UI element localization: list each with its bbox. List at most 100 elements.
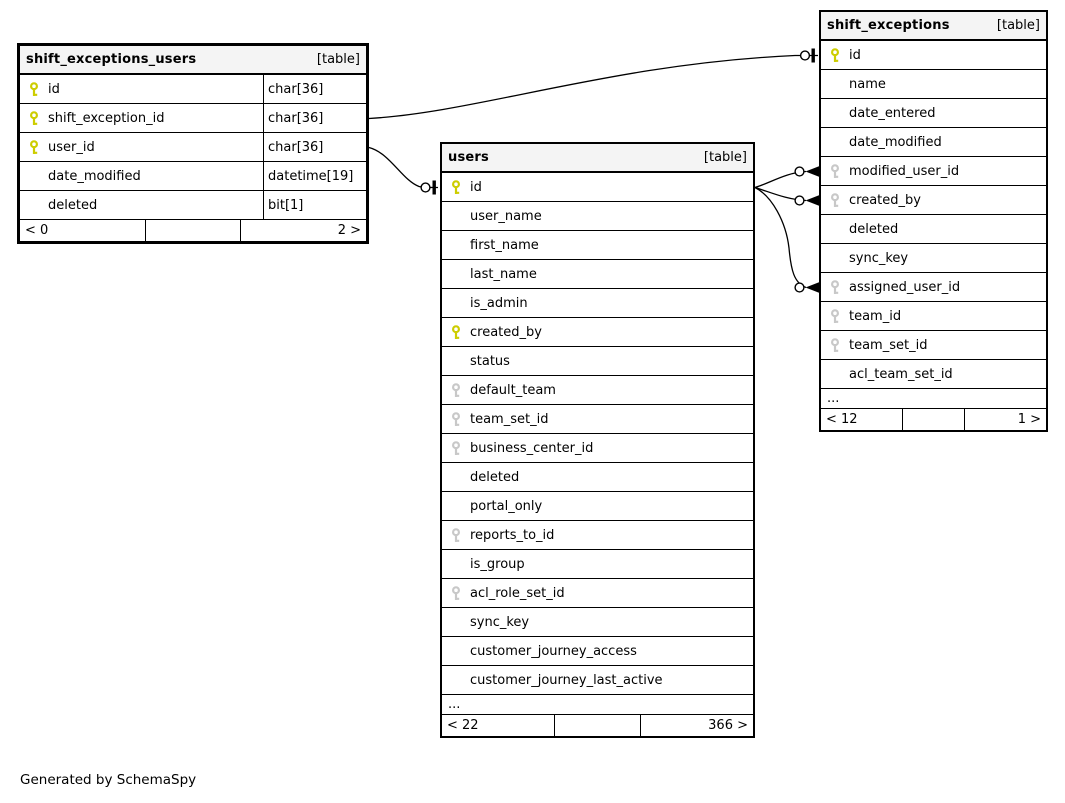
column-type: char[36]	[263, 75, 366, 103]
column-row: team_set_id	[442, 405, 753, 434]
foreign-key-icon	[451, 527, 462, 543]
table-type-tag: [table]	[316, 52, 360, 67]
tee-connector	[811, 48, 815, 63]
column-name: shift_exception_id	[48, 110, 165, 126]
foreign-key-icon	[830, 279, 841, 295]
primary-key-icon	[29, 110, 40, 126]
column-name: id	[849, 47, 861, 63]
column-name: sync_key	[849, 250, 909, 266]
column-row: default_team	[442, 376, 753, 405]
column-row: acl_team_set_id	[821, 360, 1046, 389]
column-name: acl_role_set_id	[470, 585, 565, 601]
column-name: acl_team_set_id	[849, 366, 953, 382]
table-name[interactable]: shift_exceptions_users	[26, 52, 197, 67]
column-row: is_admin	[442, 289, 753, 318]
table-header[interactable]: shift_exceptions_users [table]	[20, 46, 366, 75]
column-name: date_modified	[48, 168, 141, 184]
primary-key-icon	[451, 179, 462, 195]
column-name: deleted	[849, 221, 899, 237]
table-type-tag: [table]	[996, 18, 1040, 33]
column-row: name	[821, 70, 1046, 99]
column-name: created_by	[470, 324, 542, 340]
column-name: id	[48, 81, 60, 97]
column-row: acl_role_set_id	[442, 579, 753, 608]
column-name: default_team	[470, 382, 556, 398]
odot-connector	[799, 50, 811, 61]
generated-note: Generated by SchemaSpy	[20, 772, 197, 788]
column-type: bit[1]	[263, 191, 366, 219]
column-name: is_group	[470, 556, 525, 572]
table-shift_exceptions[interactable]: shift_exceptions [table] id name date_entere…	[819, 10, 1048, 432]
column-name: user_id	[48, 139, 95, 155]
odot-connector	[420, 182, 431, 193]
column-row: date_modified datetime[19]	[20, 162, 366, 191]
foreign-key-icon	[830, 192, 841, 208]
column-row: reports_to_id	[442, 521, 753, 550]
column-type: char[36]	[263, 104, 366, 132]
relationship-line	[754, 186, 807, 289]
column-type: datetime[19]	[263, 162, 366, 190]
column-name: created_by	[849, 192, 921, 208]
primary-key-icon	[451, 324, 462, 340]
column-name: reports_to_id	[470, 527, 555, 543]
column-name: last_name	[470, 266, 537, 282]
column-row: id char[36]	[20, 75, 366, 104]
table-footer: < 22 366 >	[442, 715, 753, 736]
column-row: sync_key	[821, 244, 1046, 273]
column-name: id	[470, 179, 482, 195]
column-name: date_modified	[849, 134, 942, 150]
footer-spacer	[553, 715, 642, 736]
table-name[interactable]: shift_exceptions	[827, 18, 950, 33]
column-row: deleted	[442, 463, 753, 492]
column-row: status	[442, 347, 753, 376]
parents-count: < 22	[447, 718, 479, 733]
odot-connector	[794, 282, 805, 293]
primary-key-icon	[29, 81, 40, 97]
footer-spacer	[144, 220, 242, 241]
column-row: portal_only	[442, 492, 753, 521]
crow-arrow-connector	[805, 166, 819, 177]
table-users[interactable]: users[table] id user_name first_name last_na…	[440, 142, 755, 738]
foreign-key-icon	[830, 308, 841, 324]
table-header[interactable]: users[table]	[442, 144, 753, 173]
column-name: business_center_id	[470, 440, 594, 456]
column-row: team_id	[821, 302, 1046, 331]
children-count: 1 >	[1017, 412, 1041, 427]
relationship-line	[368, 54, 818, 120]
column-row: last_name	[442, 260, 753, 289]
table-name[interactable]: users	[448, 150, 489, 165]
foreign-key-icon	[830, 163, 841, 179]
column-name: first_name	[470, 237, 539, 253]
column-row: modified_user_id	[821, 157, 1046, 186]
truncated-columns-ellipsis: ...	[821, 389, 1046, 409]
column-row: id	[442, 173, 753, 202]
column-name: sync_key	[470, 614, 530, 630]
column-row: created_by	[821, 186, 1046, 215]
column-row: deleted bit[1]	[20, 191, 366, 220]
children-count: 366 >	[708, 718, 748, 733]
column-name: deleted	[48, 197, 98, 213]
column-type: char[36]	[263, 133, 366, 161]
column-row: is_group	[442, 550, 753, 579]
foreign-key-icon	[451, 411, 462, 427]
column-row: user_name	[442, 202, 753, 231]
relationship-line	[368, 146, 439, 189]
column-name: date_entered	[849, 105, 936, 121]
column-name: customer_journey_access	[470, 643, 637, 659]
odot-connector	[794, 195, 805, 206]
column-name: team_set_id	[470, 411, 549, 427]
column-name: modified_user_id	[849, 163, 960, 179]
column-name: team_id	[849, 308, 902, 324]
column-row: date_modified	[821, 128, 1046, 157]
column-name: user_name	[470, 208, 542, 224]
table-header[interactable]: shift_exceptions [table]	[821, 12, 1046, 41]
column-row: sync_key	[442, 608, 753, 637]
column-row: customer_journey_access	[442, 637, 753, 666]
crow-arrow-connector	[805, 195, 819, 206]
parents-count: < 0	[25, 223, 49, 238]
column-row: customer_journey_last_active	[442, 666, 753, 695]
